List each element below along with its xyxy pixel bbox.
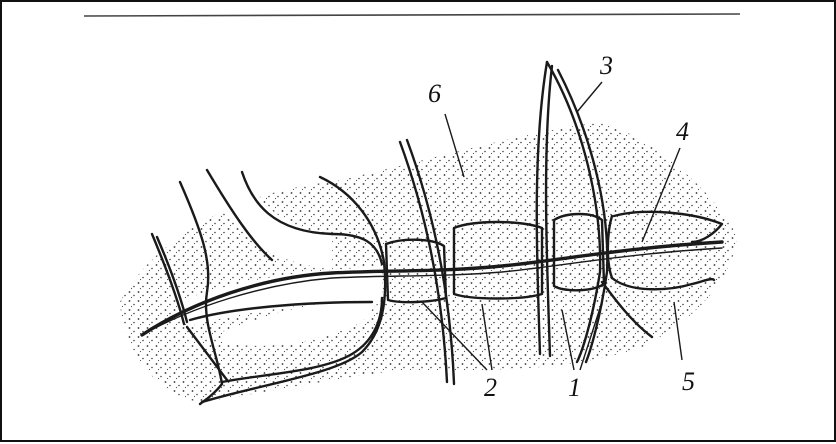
label-2: 2 xyxy=(484,373,497,402)
label-4: 4 xyxy=(676,117,689,146)
label-1: 1 xyxy=(568,373,581,402)
top-rule xyxy=(84,14,740,16)
label-3: 3 xyxy=(599,51,613,80)
label-6: 6 xyxy=(428,79,441,108)
label-5: 5 xyxy=(682,367,695,396)
